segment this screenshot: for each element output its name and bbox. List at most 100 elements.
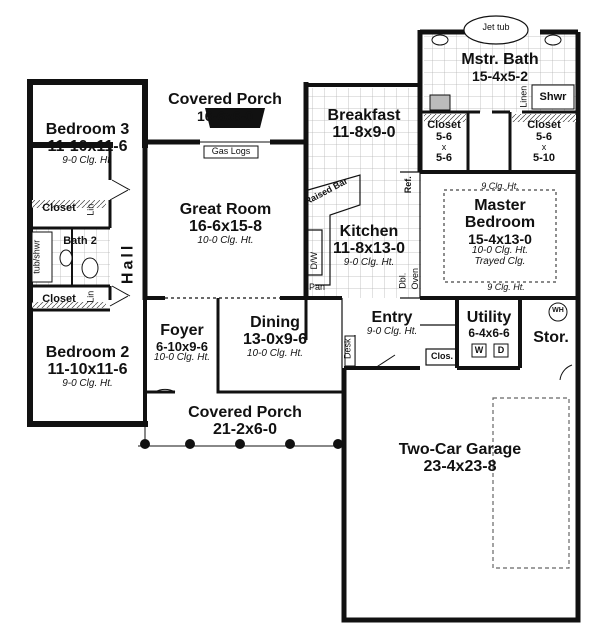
closet-right-label: Closet 5-6 x 5-10 [512,119,576,164]
water-heater [548,302,568,322]
closet-right-dims2: 5-10 [532,151,556,164]
master-bath-name: Mstr. Bath [461,51,539,68]
bedroom3-dims: 11-10x11-6 [47,137,128,155]
washer-label: W [474,345,484,355]
great-room-dims: 16-6x15-8 [189,217,262,235]
dining-label: Dining 13-0x9-6 10-0 Clg. Ht. [220,314,330,359]
linen-label: Linen [518,85,529,108]
linen-top-label: Lin [85,203,96,216]
closet-b3-label: Closet [42,202,76,214]
master-clg-top-label: 9 Clg. Ht. [481,181,519,191]
trayed-ceiling-outline [443,189,557,283]
closet-right-dims1: 5-6 [536,130,552,143]
dw-label: D/W [309,251,320,270]
closet-left-dims2: 5-6 [436,151,452,164]
garage-label: Two-Car Garage 23-4x23-8 [360,441,560,476]
utility-name: Utility [466,309,512,326]
covered-porch-front-label: Covered Porch 21-2x6-0 [150,404,340,439]
desk-label: Desk [342,338,353,359]
great-room-label: Great Room 16-6x15-8 10-0 Clg. Ht. [148,201,303,246]
covered-porch-top-name: Covered Porch [168,91,282,108]
utility-label: Utility 6-4x6-6 [459,309,519,340]
master-bedroom-dims: 15-4x13-0 [468,230,532,247]
utility-dims: 6-4x6-6 [468,325,510,340]
foyer-ceiling: 10-0 Clg. Ht. [153,352,211,364]
covered-porch-top-label: Covered Porch 16-6x6-0 [150,91,300,124]
washer-box [471,343,487,358]
bedroom2-ceiling: 9-0 Clg. Ht. [62,377,113,389]
left-exterior-wall [27,79,148,427]
covered-porch-top-dims: 16-6x6-0 [196,107,254,124]
kitchen-name: Kitchen [339,223,399,240]
bedroom3-label: Bedroom 3 11-10x11-6 9-0 Clg. Ht. [30,121,145,166]
shower-label: Shwr [539,91,567,103]
garage-name: Two-Car Garage [398,441,522,458]
closet-left-name: Closet [427,119,461,131]
porch-columns [140,439,343,449]
garage-dims: 23-4x23-8 [423,457,497,475]
tub-shower-label: tub/shwr [31,239,42,274]
bath2-label: Bath 2 [63,235,97,247]
storage-label: Stor. [533,329,569,346]
kitchen-ceiling: 9-0 Clg. Ht. [343,256,395,268]
kitchen-dims: 11-8x13-0 [332,239,406,257]
closet-rod-left [424,114,466,122]
kitchen-tile-floor [306,88,421,298]
jet-tub-label: Jet tub [482,22,510,32]
dbl-oven-label-2: Oven [410,267,421,290]
master-clg-bottom-label: 9 Clg. Ht. [487,282,525,292]
great-room-ceiling: 10-0 Clg. Ht. [197,234,254,246]
closet-left-dims1: 5-6 [436,130,452,143]
master-bedroom-ceiling: 10-0 Clg. Ht. [471,245,529,257]
garage-door-outline [492,397,570,569]
master-bath-label: Mstr. Bath 15-4x5-2 [440,51,560,84]
covered-porch-front-name: Covered Porch [188,404,302,421]
ref-label: Ref. [402,176,413,194]
foyer-name: Foyer [160,322,204,339]
master-bedroom-name2: Bedroom [464,213,536,231]
bedroom2-label: Bedroom 2 11-10x11-6 9-0 Clg. Ht. [30,344,145,389]
breakfast-label: Breakfast 11-8x9-0 [308,107,420,142]
gas-logs-label: Gas Logs [211,146,251,156]
closet-b2-label: Closet [42,293,76,305]
water-heater-label: WH [552,307,564,314]
bedroom3-ceiling: 9-0 Clg. Ht. [62,154,113,166]
bedroom2-dims: 11-10x11-6 [47,360,128,378]
bedroom3-name: Bedroom 3 [45,121,130,138]
linen-bottom-label: Lin [85,290,96,303]
master-bedroom-trayed: Trayed Clg. [474,255,526,267]
dbl-oven-label-1: Dbl. [397,272,408,289]
desk-box [344,335,356,367]
great-room-name: Great Room [179,201,272,218]
dryer-box [493,343,509,358]
closet-left-label: Closet 5-6 x 5-6 [420,119,468,164]
breakfast-dims: 11-8x9-0 [332,123,396,141]
entry-closet [425,348,457,366]
gas-logs-box [203,145,259,159]
foyer-dims: 6-10x9-6 [155,338,209,354]
bedroom2-name: Bedroom 2 [45,344,130,361]
entry-label: Entry 9-0 Clg. Ht. [352,309,432,337]
entry-ceiling: 9-0 Clg. Ht. [366,325,418,337]
pantry-label: Pan [309,282,326,292]
jet-tub [463,15,529,45]
closet-rod-right [512,114,576,122]
kitchen-label: Kitchen 11-8x13-0 9-0 Clg. Ht. [318,223,420,268]
hall-label: Hall [119,242,137,285]
dryer-label: D [497,345,505,355]
entry-name: Entry [371,309,413,326]
dining-dims: 13-0x9-6 [242,330,308,348]
master-bath-dims: 15-4x5-2 [471,67,529,84]
closet-entry-label: Clos. [430,351,453,361]
closet-right-x: x [541,142,547,153]
covered-porch-front-dims: 21-2x6-0 [212,420,278,438]
breakfast-name: Breakfast [327,107,401,124]
dining-ceiling: 10-0 Clg. Ht. [246,347,304,359]
master-bedroom-name1: Master [474,197,526,214]
fireplace [205,108,265,128]
closet-right-name: Closet [527,119,561,131]
dining-name: Dining [250,314,300,331]
foyer-label: Foyer 6-10x9-6 10-0 Clg. Ht. [146,322,218,364]
